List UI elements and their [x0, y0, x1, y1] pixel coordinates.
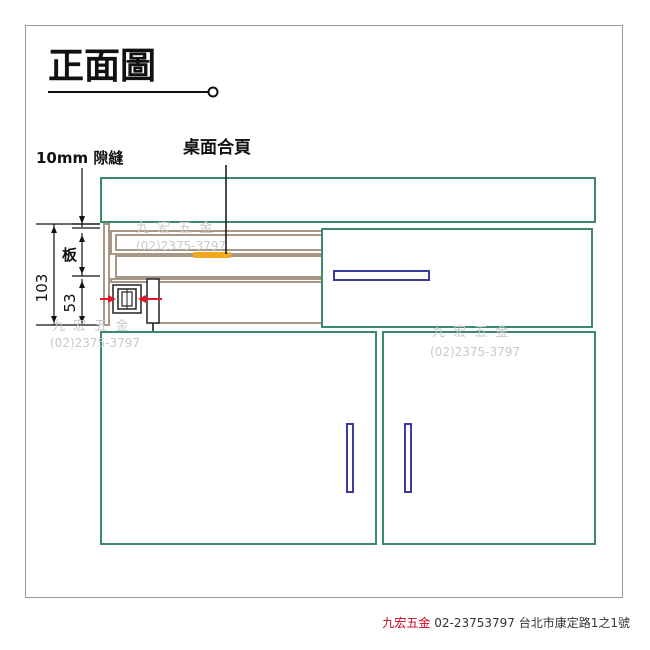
watermark-phone: (02)2375-3797: [430, 345, 520, 359]
watermark-name: 九 宏 五 金: [52, 318, 130, 334]
right-door-handle: [404, 423, 412, 493]
board-label: 板: [62, 246, 78, 264]
dimension-53: 53: [61, 293, 79, 312]
watermark-phone: (02)2375-3797: [136, 239, 226, 253]
wood-strip: [146, 278, 160, 324]
desk-top-panel: [100, 177, 596, 223]
title-underline-dot: [207, 86, 219, 98]
clamp-arrows: [100, 295, 162, 303]
drawer-handle: [333, 270, 430, 281]
footer-brand: 九宏五金: [382, 616, 431, 630]
watermark-name: 九 宏 五 金: [136, 220, 214, 236]
watermark-name: 九 宏 五 金: [432, 324, 510, 340]
dimension-lines: [36, 168, 100, 326]
gap-label: 10mm 隙縫: [36, 149, 124, 167]
dimension-103: 103: [33, 274, 51, 303]
watermark-phone: (02)2375-3797: [50, 336, 140, 350]
left-door-handle: [346, 423, 354, 493]
right-door: [382, 331, 596, 545]
footer-info: 02-23753797 台北市康定路1之1號: [434, 616, 630, 630]
drawing-frame: [25, 25, 623, 598]
slide-hardware: [112, 284, 142, 314]
desk-hinge: [193, 252, 231, 258]
hinge-label: 桌面合頁: [183, 137, 251, 158]
page-title: 正面圖: [48, 46, 156, 87]
footer-contact: 九宏五金 02-23753797 台北市康定路1之1號: [382, 614, 630, 631]
left-door: [100, 331, 377, 545]
